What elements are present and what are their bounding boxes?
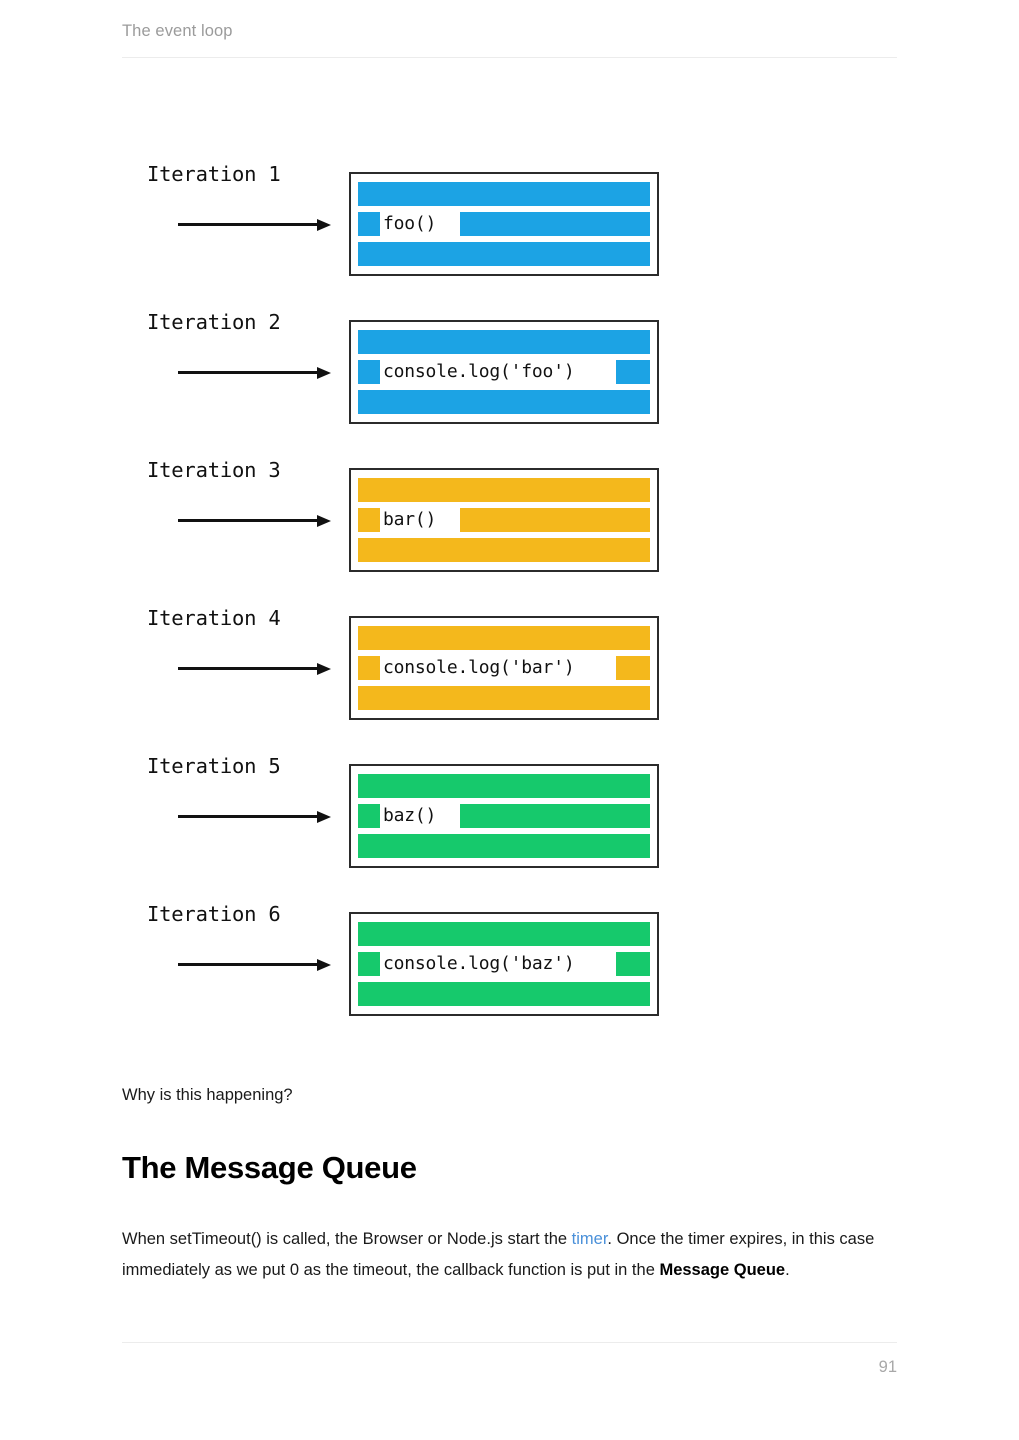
- stack-frame-code: console.log('bar'): [383, 657, 575, 678]
- stack-frame-code: console.log('baz'): [383, 953, 575, 974]
- stack-bar-tail: [460, 212, 650, 236]
- stack-frame-label-plate: bar(): [380, 508, 460, 532]
- arrow-head: [317, 811, 331, 823]
- arrow-shaft: [178, 963, 320, 966]
- call-stack-box: foo(): [349, 172, 659, 276]
- paragraph-part-1: When setTimeout() is called, the Browser…: [122, 1230, 572, 1248]
- iteration-label: Iteration 5: [147, 754, 281, 778]
- arrow-head: [317, 219, 331, 231]
- paragraph-part-2: . Once the timer expires, in this case i…: [122, 1230, 875, 1279]
- arrow-head: [317, 663, 331, 675]
- iteration-row: Iteration 3 bar(): [0, 446, 1019, 594]
- section-heading: The Message Queue: [122, 1150, 417, 1185]
- stack-frame-label-plate: console.log('baz'): [380, 952, 616, 976]
- stack-bar-tail: [616, 360, 650, 384]
- stack-bar-active: baz(): [358, 804, 650, 828]
- page-number: 91: [878, 1358, 897, 1376]
- call-stack-box: baz(): [349, 764, 659, 868]
- arrow-shaft: [178, 815, 320, 818]
- stack-bar-top: [358, 182, 650, 206]
- arrow-shaft: [178, 667, 320, 670]
- paragraph-part-3: .: [785, 1261, 790, 1279]
- arrow-shaft: [178, 519, 320, 522]
- stack-bar-bottom: [358, 982, 650, 1006]
- iteration-row: Iteration 1 foo(): [0, 150, 1019, 298]
- stack-bar-active: console.log('baz'): [358, 952, 650, 976]
- stack-bar-top: [358, 922, 650, 946]
- iteration-row: Iteration 4 console.log('bar'): [0, 594, 1019, 742]
- stack-frame-code: bar(): [383, 509, 437, 530]
- stack-frame-code: foo(): [383, 213, 437, 234]
- stack-bar-stub: [358, 360, 380, 384]
- stack-frame-label-plate: foo(): [380, 212, 460, 236]
- stack-bar-stub: [358, 656, 380, 680]
- stack-bar-tail: [616, 952, 650, 976]
- call-stack-box: bar(): [349, 468, 659, 572]
- arrow-shaft: [178, 223, 320, 226]
- call-stack-iterations-figure: Iteration 1 foo() Iteration 2 console.log('…: [0, 150, 1019, 1038]
- arrow-head: [317, 367, 331, 379]
- arrow-right-icon: [178, 959, 333, 971]
- stack-bar-stub: [358, 212, 380, 236]
- body-paragraph: When setTimeout() is called, the Browser…: [122, 1224, 894, 1286]
- stack-frame-code: console.log('foo'): [383, 361, 575, 382]
- stack-bar-top: [358, 626, 650, 650]
- iteration-label: Iteration 3: [147, 458, 281, 482]
- arrow-right-icon: [178, 811, 333, 823]
- iteration-label: Iteration 1: [147, 162, 281, 186]
- stack-bar-stub: [358, 952, 380, 976]
- stack-bar-stub: [358, 508, 380, 532]
- stack-bar-tail: [460, 804, 650, 828]
- header-divider: [122, 57, 897, 58]
- stack-bar-active: bar(): [358, 508, 650, 532]
- call-stack-box: console.log('foo'): [349, 320, 659, 424]
- stack-bar-top: [358, 774, 650, 798]
- arrow-head: [317, 515, 331, 527]
- arrow-shaft: [178, 371, 320, 374]
- stack-bar-bottom: [358, 242, 650, 266]
- stack-bar-bottom: [358, 390, 650, 414]
- iteration-label: Iteration 6: [147, 902, 281, 926]
- iteration-row: Iteration 2 console.log('foo'): [0, 298, 1019, 446]
- arrow-right-icon: [178, 219, 333, 231]
- stack-frame-label-plate: console.log('foo'): [380, 360, 616, 384]
- stack-frame-label-plate: baz(): [380, 804, 460, 828]
- running-header-title: The event loop: [122, 22, 233, 40]
- stack-bar-bottom: [358, 538, 650, 562]
- paragraph-bold-term: Message Queue: [659, 1261, 786, 1279]
- stack-frame-label-plate: console.log('bar'): [380, 656, 616, 680]
- stack-bar-tail: [460, 508, 650, 532]
- arrow-right-icon: [178, 367, 333, 379]
- call-stack-box: console.log('baz'): [349, 912, 659, 1016]
- stack-bar-bottom: [358, 686, 650, 710]
- call-stack-box: console.log('bar'): [349, 616, 659, 720]
- arrow-right-icon: [178, 663, 333, 675]
- stack-frame-code: baz(): [383, 805, 437, 826]
- iteration-label: Iteration 2: [147, 310, 281, 334]
- stack-bar-tail: [616, 656, 650, 680]
- iteration-label: Iteration 4: [147, 606, 281, 630]
- iteration-row: Iteration 6 console.log('baz'): [0, 890, 1019, 1038]
- stack-bar-bottom: [358, 834, 650, 858]
- stack-bar-active: console.log('foo'): [358, 360, 650, 384]
- stack-bar-top: [358, 330, 650, 354]
- arrow-right-icon: [178, 515, 333, 527]
- arrow-head: [317, 959, 331, 971]
- question-text: Why is this happening?: [122, 1086, 293, 1104]
- footer-divider: [122, 1342, 897, 1343]
- stack-bar-active: foo(): [358, 212, 650, 236]
- iteration-row: Iteration 5 baz(): [0, 742, 1019, 890]
- stack-bar-stub: [358, 804, 380, 828]
- stack-bar-top: [358, 478, 650, 502]
- stack-bar-active: console.log('bar'): [358, 656, 650, 680]
- timer-link[interactable]: timer: [571, 1230, 608, 1248]
